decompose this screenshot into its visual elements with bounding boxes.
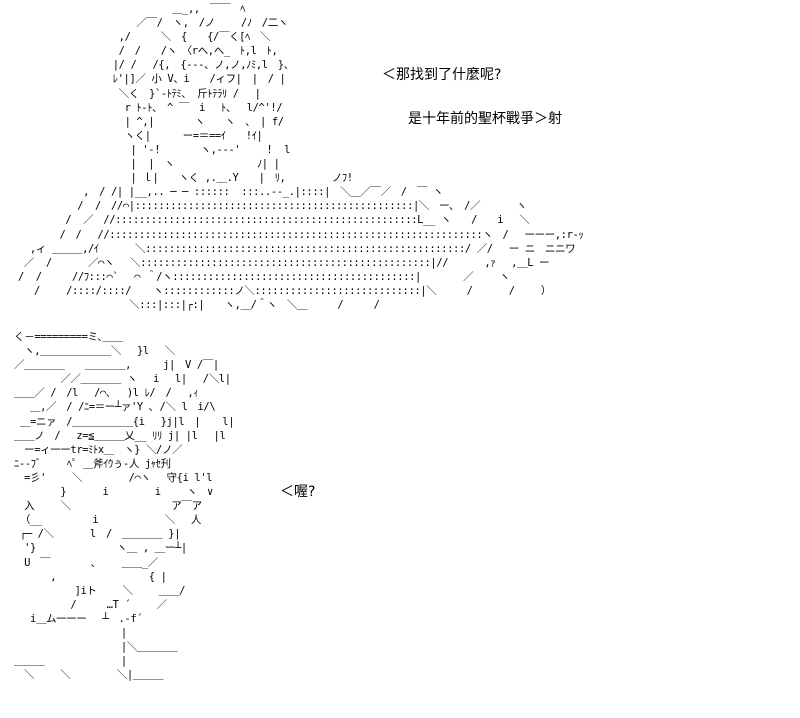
ascii-art-bottom-figure: く－=========ミ､＿＿ ヽ,＿＿＿＿＿＿＿＼ }l ＼ ／＿＿＿＿ ＿＿… <box>14 331 235 682</box>
ascii-art-top-figure: ＿_,, ￣￣ ﾍ ／￣/ ヽ, /ノ /ﾉ /二ヽ ,/ ＼ { {/￣く[ﾍ… <box>18 3 584 311</box>
dialogue-line-top-2: 是十年前的聖杯戰爭＞射 <box>408 111 562 127</box>
dialogue-line-bottom: ＜喔? <box>280 484 316 500</box>
dialogue-line-top-1: ＜那找到了什麼呢? <box>382 67 502 83</box>
